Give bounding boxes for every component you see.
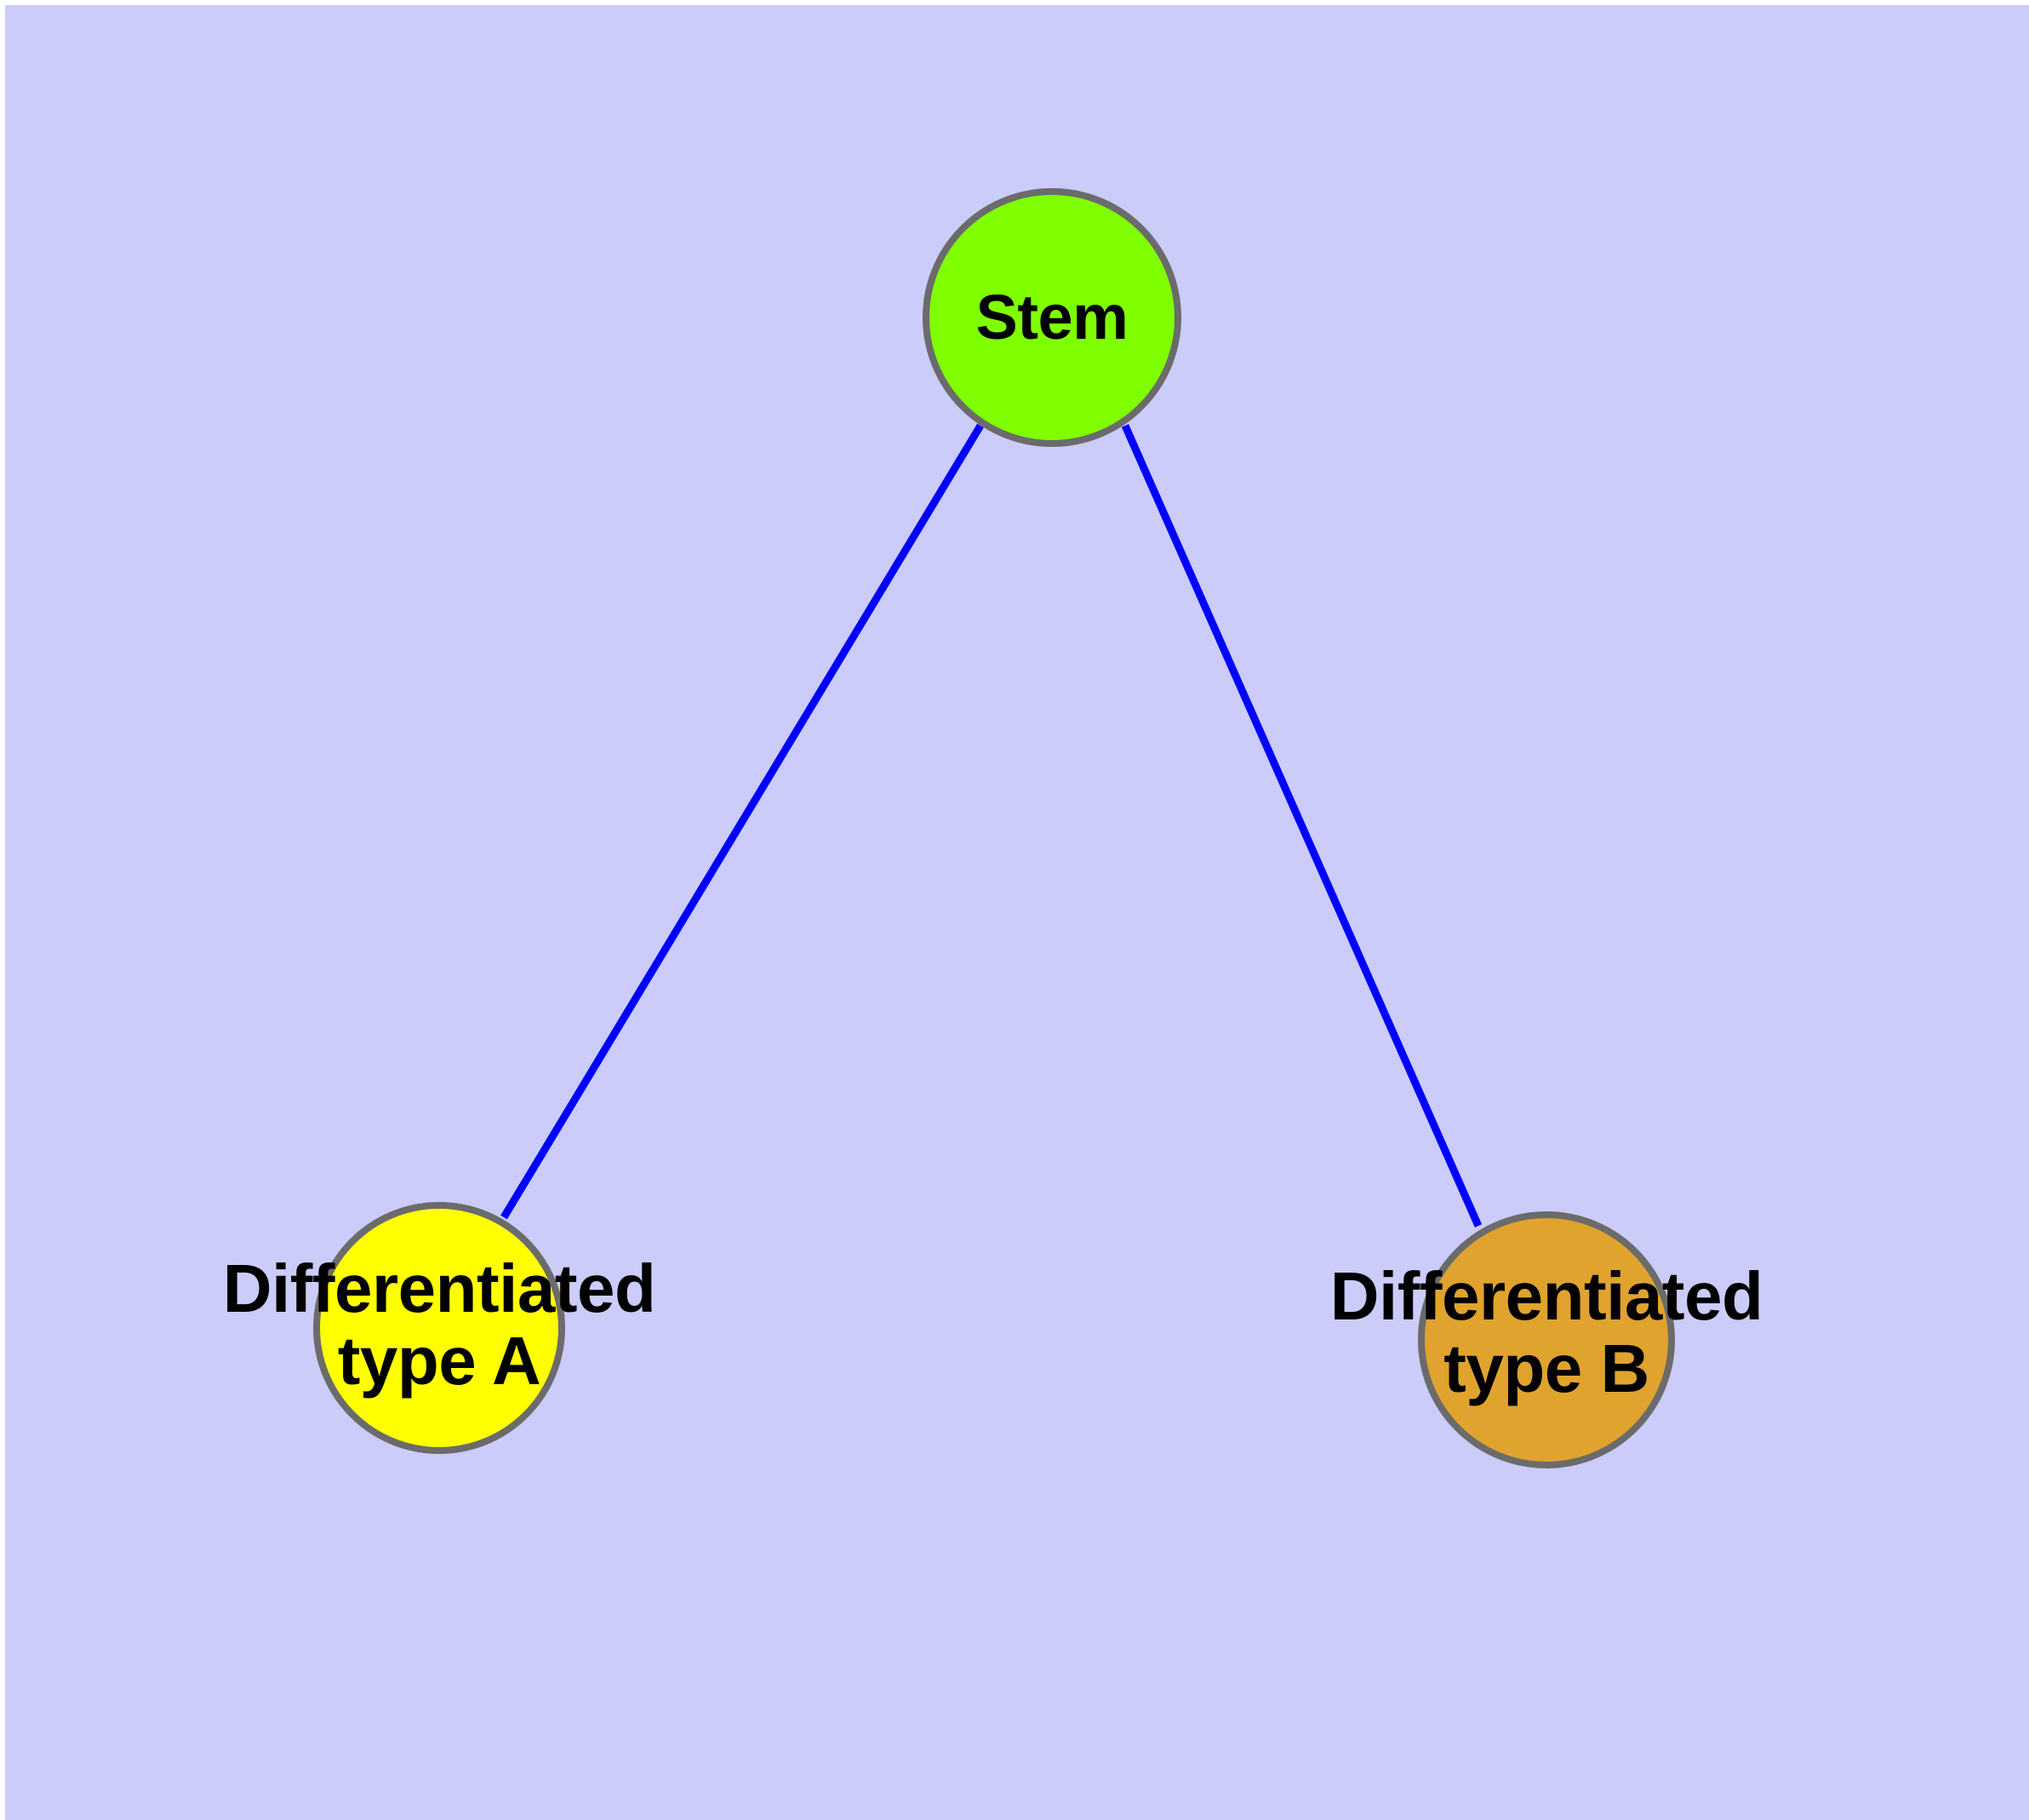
node-differentiated-type-a[interactable] [313, 1202, 565, 1454]
node-stem[interactable] [923, 188, 1181, 447]
node-layer [313, 188, 1675, 1468]
node-differentiated-type-b[interactable] [1418, 1211, 1675, 1468]
edge-stem-to-differentiated-type-b [1121, 424, 1483, 1228]
edge-layer [500, 423, 1483, 1228]
edge-stem-to-differentiated-type-a [500, 423, 984, 1220]
